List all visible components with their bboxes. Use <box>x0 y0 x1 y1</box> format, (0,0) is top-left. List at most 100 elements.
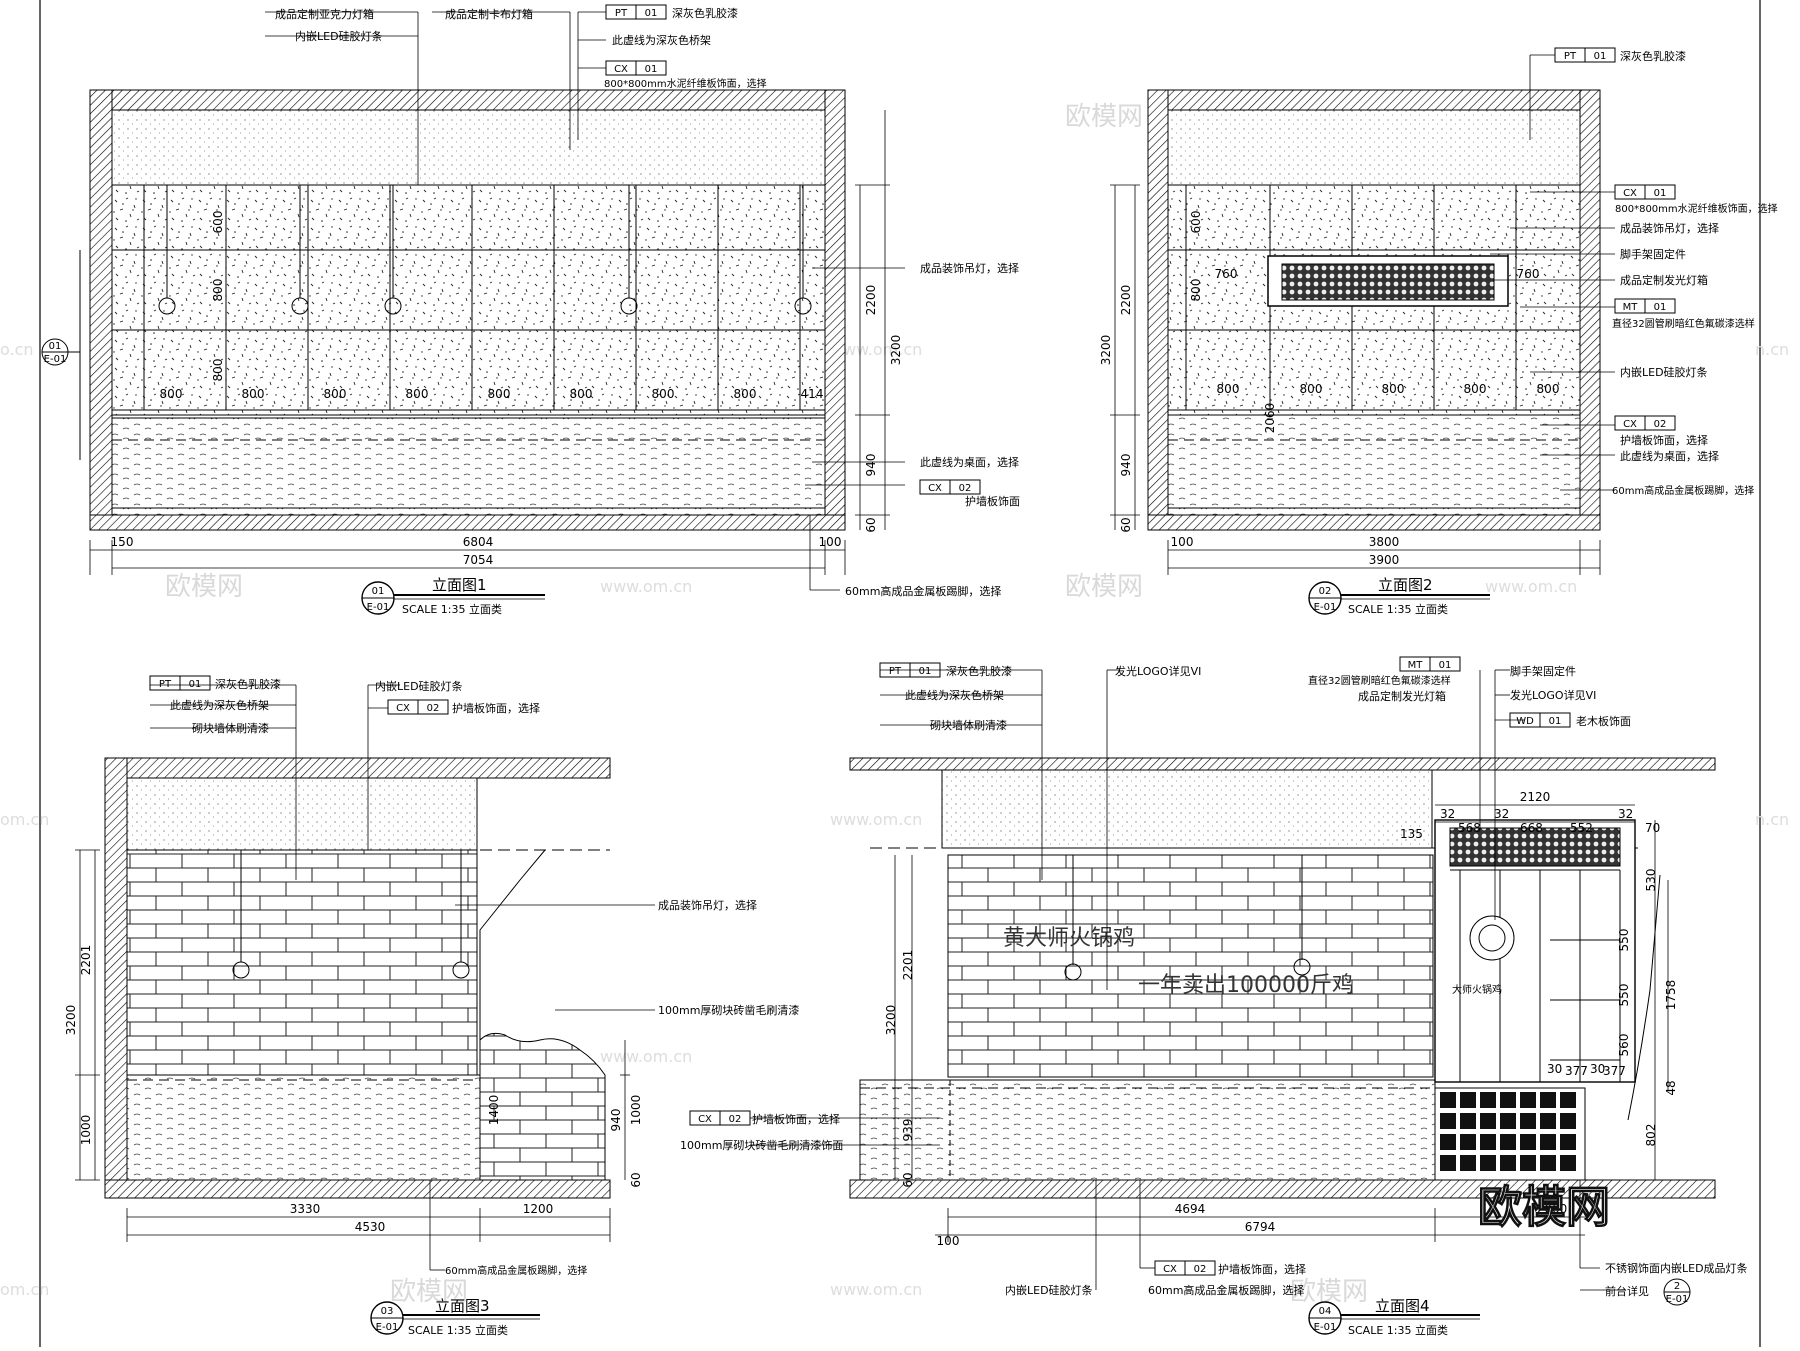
pendant-lights <box>1064 855 1311 981</box>
title-bubble-num: 01 <box>372 586 385 597</box>
svg-text:100: 100 <box>1171 535 1194 549</box>
svg-text:E-01: E-01 <box>1314 1322 1337 1333</box>
title-block: 02 E-01 立面图2 SCALE 1:35 立面类 <box>1308 576 1490 616</box>
title-bubble-sheet: E-01 <box>367 602 390 613</box>
vertical-dimension-lines <box>855 110 890 530</box>
title-block: 01 E-01 立面图1 SCALE 1:35 立面类 <box>361 576 545 616</box>
callout-labels: PT 01 深灰色乳胶漆 此虚线为深灰色桥架 砌块墙体刷清漆 内嵌LED硅胶灯条… <box>149 675 799 1277</box>
svg-text:此虚线为深灰色桥架: 此虚线为深灰色桥架 <box>612 33 711 47</box>
svg-text:护墙板饰面，选择: 护墙板饰面，选择 <box>1620 433 1708 447</box>
svg-text:深灰色乳胶漆: 深灰色乳胶漆 <box>1620 49 1686 63</box>
svg-text:脚手架固定件: 脚手架固定件 <box>1620 247 1686 261</box>
svg-text:MT: MT <box>1408 660 1424 671</box>
bottom-dimensions: 4694 2000 6794 100 <box>937 1202 1568 1248</box>
svg-text:E-01: E-01 <box>1314 602 1337 613</box>
svg-text:此虚线为桌面，选择: 此虚线为桌面，选择 <box>1620 449 1719 463</box>
svg-text:成品定制亚克力灯箱: 成品定制亚克力灯箱 <box>275 7 374 21</box>
vertical-dimensions: 2201 3200 1000 1400 940 1000 60 <box>64 945 643 1188</box>
svg-text:深灰色乳胶漆: 深灰色乳胶漆 <box>946 664 1012 678</box>
svg-text:SCALE 1:35 立面类: SCALE 1:35 立面类 <box>1348 602 1448 616</box>
svg-text:30: 30 <box>1547 1062 1562 1076</box>
svg-text:成品装饰吊灯，选择: 成品装饰吊灯，选择 <box>920 261 1019 275</box>
svg-text:800: 800 <box>1300 382 1323 396</box>
svg-text:6794: 6794 <box>1245 1220 1276 1234</box>
svg-text:800: 800 <box>1217 382 1240 396</box>
tile-dimensions: 800 800 800 800 800 800 800 800 414 <box>160 387 824 401</box>
watermark-url: www.om.cn <box>1485 577 1577 596</box>
svg-text:PT: PT <box>1564 51 1577 62</box>
watermark-url-fragment: om.cn <box>0 810 49 829</box>
svg-text:老木板饰面: 老木板饰面 <box>1576 714 1631 728</box>
svg-text:800: 800 <box>570 387 593 401</box>
scaffold-shelf: 大师火锅鸡 <box>1434 819 1636 1181</box>
svg-text:1000: 1000 <box>79 1115 93 1146</box>
svg-text:SCALE 1:35 立面类: SCALE 1:35 立面类 <box>1348 1323 1448 1337</box>
svg-text:CX: CX <box>1163 1264 1177 1275</box>
svg-text:CX: CX <box>928 483 942 494</box>
bottom-dimensions: 150 6804 100 7054 <box>111 535 842 567</box>
svg-text:800: 800 <box>406 387 429 401</box>
svg-text:前台详见: 前台详见 <box>1605 1284 1649 1298</box>
svg-text:发光LOGO详见VI: 发光LOGO详见VI <box>1510 688 1596 702</box>
watermark-url-fragment: n.cn <box>1755 810 1789 829</box>
svg-text:2000: 2000 <box>1537 1202 1568 1216</box>
svg-text:3200: 3200 <box>889 335 903 366</box>
watermark-logo: 欧模网 <box>1478 1182 1610 1233</box>
section-marker-num: 01 <box>49 341 62 352</box>
svg-text:02: 02 <box>1654 419 1667 430</box>
svg-text:CX: CX <box>698 1114 712 1125</box>
svg-text:800: 800 <box>488 387 511 401</box>
svg-text:04: 04 <box>1319 1306 1332 1317</box>
svg-text:135: 135 <box>1400 827 1423 841</box>
svg-text:内嵌LED硅胶灯条: 内嵌LED硅胶灯条 <box>1620 365 1708 379</box>
left-tile-dimensions: 600 800 2060 <box>1189 211 1277 434</box>
bottom-dimension-lines <box>89 540 846 575</box>
svg-text:800: 800 <box>242 387 265 401</box>
cement-fiber-panels <box>111 184 826 416</box>
svg-text:成品定制发光灯箱: 成品定制发光灯箱 <box>1620 273 1708 287</box>
svg-text:此虚线为桌面，选择: 此虚线为桌面，选择 <box>920 455 1019 469</box>
section-marker: 01 E-01 <box>41 338 80 366</box>
svg-text:护墙板饰面，选择: 护墙板饰面，选择 <box>452 701 540 715</box>
svg-text:1758: 1758 <box>1664 980 1678 1011</box>
callout-labels: 成品定制亚克力灯箱 内嵌LED硅胶灯条 成品定制卡布灯箱 成品装饰吊灯，选择 此… <box>275 7 1020 598</box>
svg-text:2200: 2200 <box>864 285 878 316</box>
svg-text:PT: PT <box>615 8 628 19</box>
svg-text:砌块墙体刷清漆: 砌块墙体刷清漆 <box>192 721 269 735</box>
svg-text:02: 02 <box>959 483 972 494</box>
svg-text:800: 800 <box>324 387 347 401</box>
svg-text:60mm高成品金属板踢脚，选择: 60mm高成品金属板踢脚，选择 <box>445 1264 587 1277</box>
watermark-url-fragment: o.cn <box>0 340 34 359</box>
svg-text:32: 32 <box>1494 807 1509 821</box>
svg-text:3200: 3200 <box>884 1005 898 1036</box>
svg-text:内嵌LED硅胶灯条: 内嵌LED硅胶灯条 <box>295 29 383 43</box>
svg-text:568: 568 <box>1458 821 1481 835</box>
svg-text:32: 32 <box>1618 807 1633 821</box>
svg-text:530: 530 <box>1644 869 1658 892</box>
svg-text:CX: CX <box>614 64 628 75</box>
svg-text:CX: CX <box>1623 188 1637 199</box>
svg-text:3900: 3900 <box>1369 553 1400 567</box>
svg-text:SCALE 1:35 立面类: SCALE 1:35 立面类 <box>408 1323 508 1337</box>
svg-text:成品定制发光灯箱: 成品定制发光灯箱 <box>1358 689 1446 703</box>
rough-brick-wall <box>479 1032 606 1181</box>
elevation-title: 立面图2 <box>1378 576 1433 594</box>
watermark-url: www.om.cn <box>600 577 692 596</box>
svg-text:2060: 2060 <box>1263 403 1277 434</box>
svg-text:01: 01 <box>1594 51 1607 62</box>
svg-text:不锈钢饰面内嵌LED成品灯条: 不锈钢饰面内嵌LED成品灯条 <box>1605 1261 1748 1275</box>
svg-text:成品装饰吊灯，选择: 成品装饰吊灯，选择 <box>658 898 757 912</box>
detail-marker-sheet: E-01 <box>1666 1294 1689 1305</box>
svg-text:60: 60 <box>901 1172 915 1187</box>
top-dimensions: 2120 135 32 568 32 668 552 32 70 <box>1400 790 1660 841</box>
svg-text:脚手架固定件: 脚手架固定件 <box>1510 664 1576 678</box>
lightbox <box>1281 263 1495 301</box>
right-wall <box>824 89 846 531</box>
svg-text:100: 100 <box>819 535 842 549</box>
svg-text:60: 60 <box>1119 517 1133 532</box>
elevation-1: 01 E-01 800 800 800 800 800 800 800 800 … <box>41 4 1020 616</box>
title-block: 04 E-01 立面图4 SCALE 1:35 立面类 <box>1308 1297 1480 1337</box>
svg-text:03: 03 <box>381 1306 394 1317</box>
svg-text:深灰色乳胶漆: 深灰色乳胶漆 <box>215 677 281 691</box>
